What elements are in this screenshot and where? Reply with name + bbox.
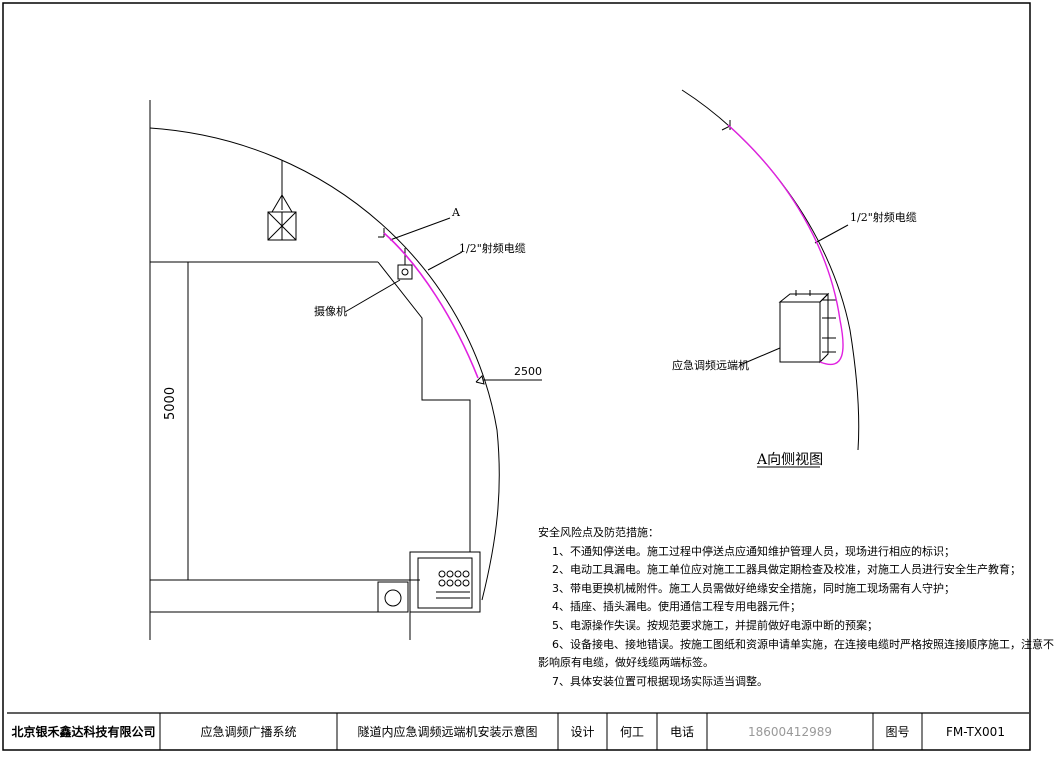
note-item: 1、不通知停送电。施工过程中停送点应通知维护管理人员，现场进行相应的标识； [552, 544, 955, 558]
camera-leader [344, 279, 401, 313]
rf-cable-label-main: 1/2"射频电缆 [459, 242, 526, 255]
note-item: 7、具体安装位置可根据现场实际适当调整。 [552, 674, 768, 688]
side-view-title: A向侧视图 [757, 452, 824, 468]
notes-heading: 安全风险点及防范措施： [538, 526, 659, 539]
note-item-continued: 影响原有电缆，做好线缆两端标签。 [538, 656, 714, 670]
drawing-no: FM-TX001 [946, 724, 1005, 739]
height-5000-label: 5000 [163, 386, 178, 420]
system-name: 应急调频广播系统 [200, 725, 297, 739]
designer-name: 何工 [619, 725, 644, 739]
camera-label: 摄像机 [314, 305, 347, 318]
camera-box [397, 264, 413, 280]
marker-a-label: A [452, 206, 460, 219]
level-2500-label: 2500 [514, 365, 542, 378]
remote-unit-box [779, 301, 821, 363]
drain-box [377, 581, 409, 613]
cable-leader [427, 251, 463, 271]
side-cable-leader [814, 224, 849, 244]
note-item: 4、插座、插头漏电。使用通信工程专用电器元件； [552, 600, 801, 614]
company-name: 北京银禾鑫达科技有限公司 [11, 725, 156, 739]
note-item: 5、电源操作失误。按规范要求施工，并提前做好电源中断的预案； [552, 618, 878, 632]
phone-number: 18600412989 [748, 724, 832, 739]
phone-label: 电话 [669, 725, 694, 739]
note-item: 6、设备接电、接地错误。按施工图纸和资源申请单实施，在连接电缆时严格按照连接顺序… [552, 637, 1054, 651]
title-block-grid [159, 713, 923, 750]
cable-trench [409, 551, 481, 613]
rf-cable-label-side: 1/2"射频电缆 [850, 211, 917, 224]
design-label: 设计 [570, 725, 595, 739]
note-item: 2、电动工具漏电。施工单位应对施工工器具做定期检查及校准，对施工人员进行安全生产… [552, 563, 1021, 577]
drawing-title: 隧道内应急调频远端机安装示意图 [357, 725, 538, 739]
side-view-arch [681, 89, 860, 451]
note-item: 3、带电更换机械附件。施工人员需做好绝缘安全措施，同时施工现场需有人守护； [552, 581, 955, 595]
remote-unit-label: 应急调频远端机 [672, 359, 749, 372]
safety-notes: 安全风险点及防范措施： 1、不通知停送电。施工过程中停送点应通知维护管理人员，现… [538, 524, 1054, 691]
marker-a-leader [389, 217, 451, 241]
tunnel-cross-section [149, 100, 542, 640]
inner-profile [377, 261, 471, 552]
tunnel-arch [149, 127, 500, 601]
drawing-frame [2, 2, 1031, 751]
drawing-no-label: 图号 [885, 725, 910, 739]
side-view [681, 89, 860, 451]
remote-unit-leader [739, 347, 781, 366]
rf-cable-main [383, 232, 479, 379]
rf-cable-side [727, 124, 844, 365]
